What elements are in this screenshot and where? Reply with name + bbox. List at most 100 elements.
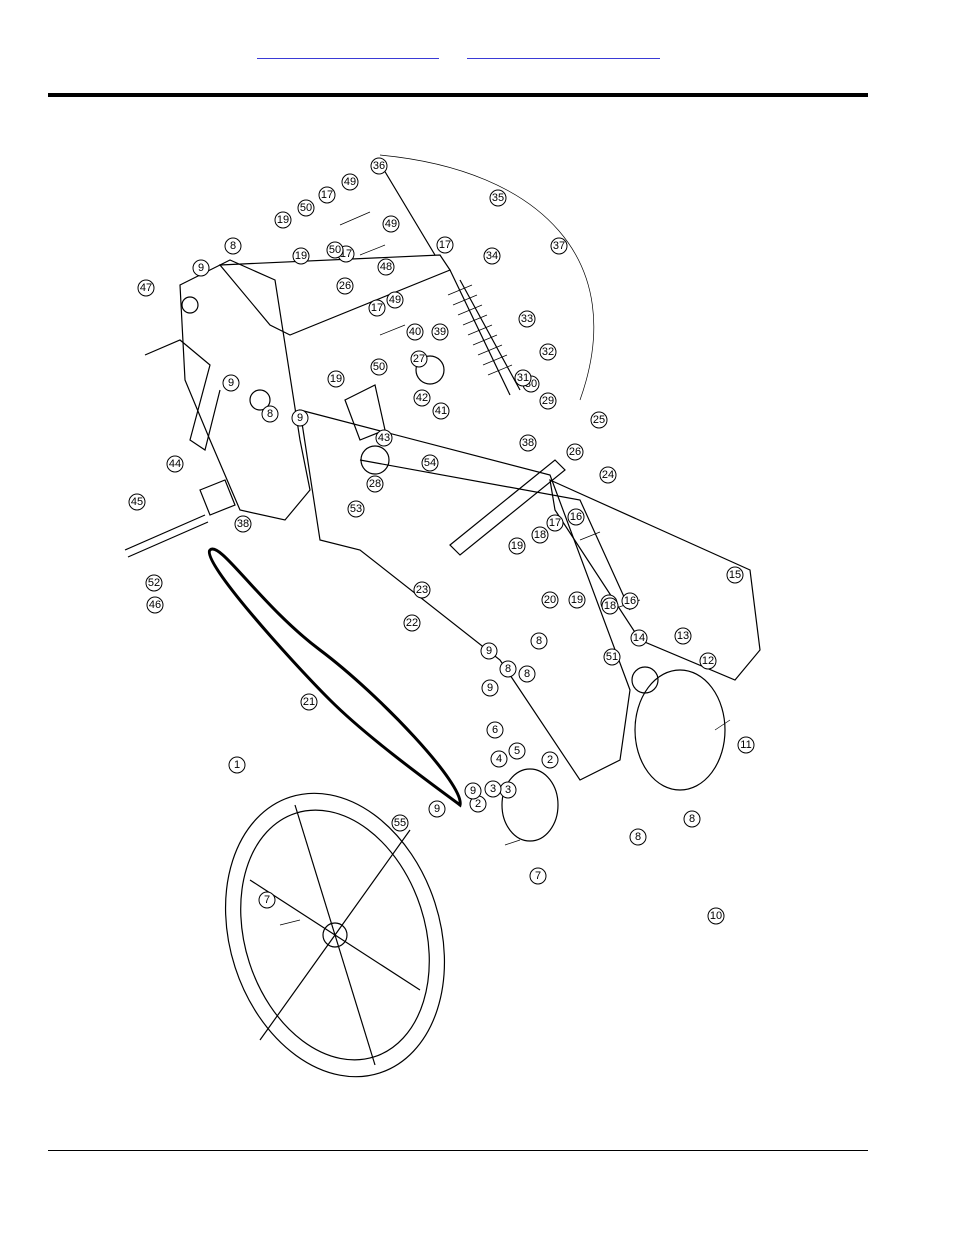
callout-label: 55 [394, 817, 406, 829]
callout-48: 48 [377, 258, 395, 276]
callout-29: 29 [539, 392, 557, 410]
callout-32: 32 [539, 343, 557, 361]
callout-label: 11 [740, 739, 751, 751]
callout-20: 20 [541, 591, 559, 609]
callout-18: 18 [531, 526, 549, 544]
callout-label: 3 [490, 783, 496, 795]
callout-label: 43 [378, 432, 390, 444]
callout-6: 6 [486, 721, 504, 739]
callout-label: 22 [406, 617, 418, 629]
callout-label: 49 [344, 176, 356, 188]
callout-19: 19 [292, 247, 310, 265]
callout-8: 8 [261, 405, 279, 423]
callout-label: 40 [409, 326, 421, 338]
callout-label: 8 [635, 831, 641, 843]
callout-label: 46 [149, 599, 161, 611]
callout-label: 2 [547, 754, 553, 766]
callout-9: 9 [481, 679, 499, 697]
callout-label: 39 [434, 326, 446, 338]
callout-label: 37 [553, 240, 565, 252]
callout-47: 47 [137, 279, 155, 297]
callout-label: 26 [569, 446, 581, 458]
callout-label: 9 [228, 377, 234, 389]
callout-31: 31 [514, 369, 532, 387]
callout-18: 18 [601, 597, 619, 615]
callout-label: 49 [385, 218, 397, 230]
callout-34: 34 [483, 247, 501, 265]
callout-8: 8 [518, 665, 536, 683]
callout-49: 49 [382, 215, 400, 233]
callout-label: 36 [373, 160, 385, 172]
callout-label: 9 [470, 785, 476, 797]
callout-label: 47 [140, 282, 152, 294]
callout-label: 41 [435, 405, 447, 417]
callout-11: 11 [737, 736, 755, 754]
callout-label: 35 [492, 192, 504, 204]
callout-41: 41 [432, 402, 450, 420]
callout-19: 19 [327, 370, 345, 388]
callout-9: 9 [291, 409, 309, 427]
callout-label: 8 [267, 408, 273, 420]
callout-label: 24 [602, 469, 614, 481]
callout-label: 13 [677, 630, 689, 642]
callout-8: 8 [224, 237, 242, 255]
callout-label: 49 [389, 294, 401, 306]
callout-label: 15 [729, 569, 741, 581]
callout-3: 3 [499, 781, 517, 799]
callout-5: 5 [508, 742, 526, 760]
callout-9: 9 [222, 374, 240, 392]
callout-label: 10 [710, 910, 722, 922]
callout-label: 1 [234, 759, 240, 771]
callout-label: 3 [505, 784, 511, 796]
callout-label: 18 [534, 529, 546, 541]
callout-label: 34 [486, 250, 498, 262]
callout-label: 9 [198, 262, 204, 274]
callout-label: 48 [380, 261, 392, 273]
callout-39: 39 [431, 323, 449, 341]
callout-17: 17 [436, 236, 454, 254]
callout-label: 9 [297, 412, 303, 424]
callout-26: 26 [566, 443, 584, 461]
callout-label: 38 [237, 518, 249, 530]
callout-1: 1 [228, 756, 246, 774]
callout-label: 51 [606, 651, 618, 663]
header-link-1[interactable] [257, 44, 439, 59]
callout-45: 45 [128, 493, 146, 511]
header-rule [48, 93, 868, 97]
callout-13: 13 [674, 627, 692, 645]
callout-label: 16 [570, 511, 582, 523]
callout-14: 14 [630, 629, 648, 647]
callout-label: 52 [148, 577, 160, 589]
callout-label: 16 [624, 595, 636, 607]
callout-label: 8 [536, 635, 542, 647]
callout-label: 17 [439, 239, 451, 251]
callout-55: 55 [391, 814, 409, 832]
callout-label: 45 [131, 496, 143, 508]
callout-label: 20 [544, 594, 556, 606]
callout-42: 42 [413, 389, 431, 407]
header-link-2[interactable] [467, 44, 660, 59]
callout-label: 38 [522, 437, 534, 449]
callout-9: 9 [480, 642, 498, 660]
callout-label: 19 [295, 250, 307, 262]
callout-8: 8 [499, 660, 517, 678]
callout-label: 6 [492, 724, 498, 736]
callout-8: 8 [629, 828, 647, 846]
callout-16: 16 [621, 592, 639, 610]
callout-label: 50 [300, 202, 312, 214]
callout-52: 52 [145, 574, 163, 592]
callout-label: 14 [633, 632, 645, 644]
callout-label: 31 [517, 372, 529, 384]
callout-label: 9 [486, 645, 492, 657]
callout-50: 50 [370, 358, 388, 376]
callout-17: 17 [546, 514, 564, 532]
callout-2: 2 [541, 751, 559, 769]
callout-51: 51 [603, 648, 621, 666]
callout-23: 23 [413, 581, 431, 599]
callout-label: 19 [330, 373, 342, 385]
callout-24: 24 [599, 466, 617, 484]
callout-53: 53 [347, 500, 365, 518]
callout-7: 7 [529, 867, 547, 885]
